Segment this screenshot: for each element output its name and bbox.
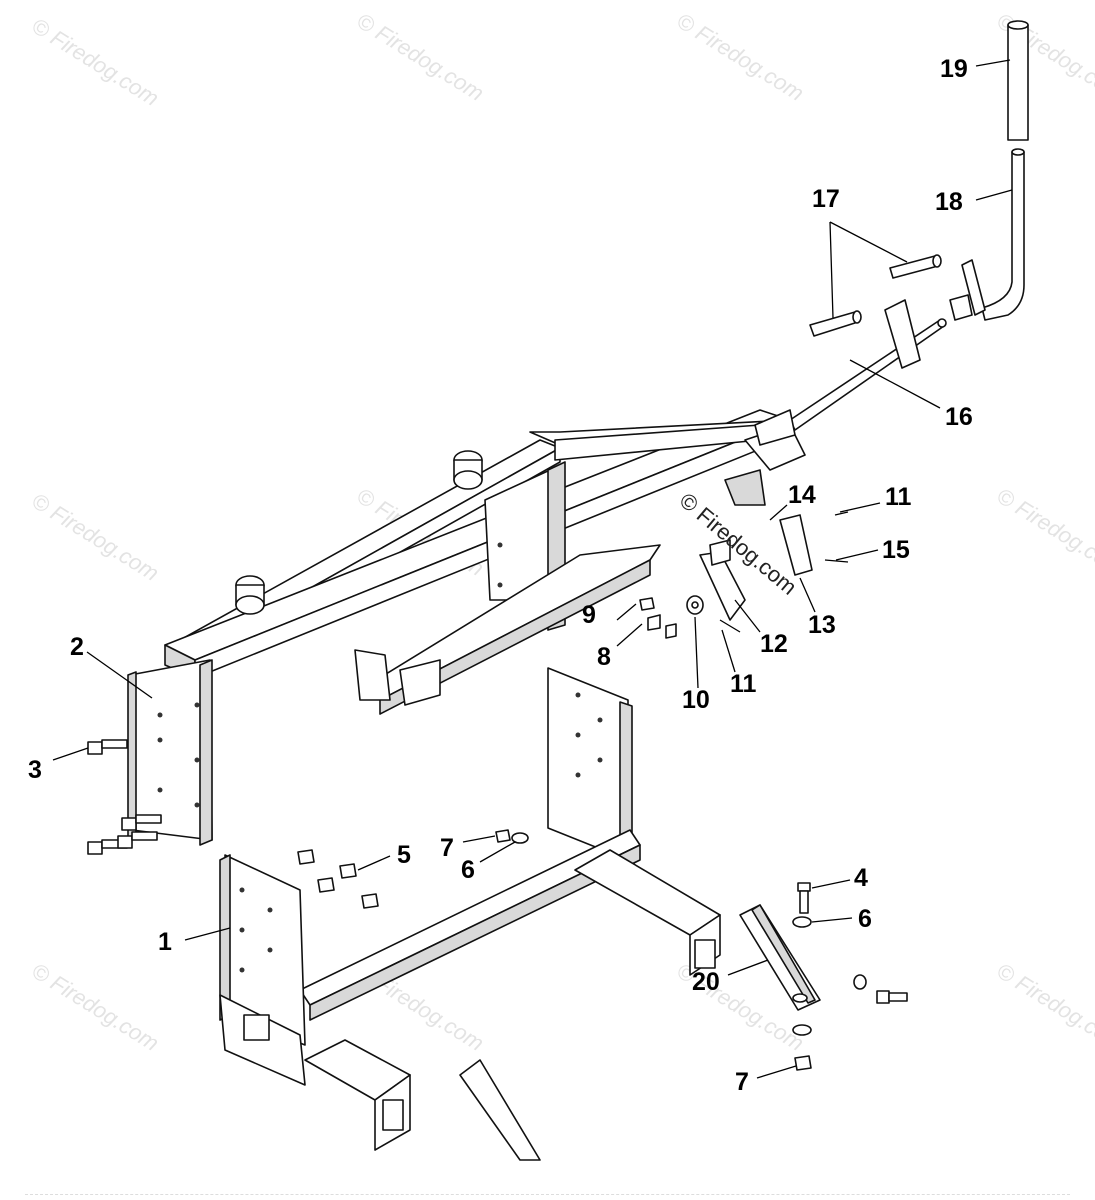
callout-12: 12 <box>760 630 788 658</box>
watermark: © Firedog.com <box>27 488 163 586</box>
watermark: © Firedog.com <box>992 483 1095 581</box>
nuts-5 <box>297 849 379 909</box>
callout-9: 9 <box>582 601 596 629</box>
callout-2: 2 <box>70 633 84 661</box>
callout-14: 14 <box>788 481 816 509</box>
watermark: © Firedog.com <box>27 13 163 111</box>
callout-7-center: 7 <box>440 834 454 862</box>
callout-6-right: 6 <box>858 905 872 933</box>
callout-17: 17 <box>812 185 840 213</box>
bottom-rule <box>25 1194 1070 1195</box>
watermark: © Firedog.com <box>992 958 1095 1056</box>
leader-lines <box>52 59 1013 1079</box>
callout-19: 19 <box>940 55 968 83</box>
callout-18: 18 <box>935 188 963 216</box>
nut-washer-center <box>495 829 529 844</box>
callout-7-right: 7 <box>735 1068 749 1096</box>
callout-6-center: 6 <box>461 856 475 884</box>
callout-20: 20 <box>692 968 720 996</box>
bolts-3 <box>87 739 162 855</box>
lift-handle <box>754 20 1029 446</box>
callout-4: 4 <box>854 864 868 892</box>
lower-stand <box>219 667 721 1161</box>
callout-11-bottom: 11 <box>730 670 757 698</box>
callout-3: 3 <box>28 756 42 784</box>
callout-10: 10 <box>682 686 710 714</box>
watermark: © Firedog.com <box>27 958 163 1056</box>
callouts: 19 18 17 16 14 11 15 13 12 11 10 9 8 2 3… <box>28 55 973 1096</box>
callout-13: 13 <box>808 611 836 639</box>
callout-5: 5 <box>397 841 411 869</box>
callout-15: 15 <box>882 536 910 564</box>
callout-16: 16 <box>945 403 973 431</box>
callout-1: 1 <box>158 928 172 956</box>
hardware-cluster <box>639 511 849 639</box>
callout-8: 8 <box>597 643 611 671</box>
watermark: © Firedog.com <box>352 8 488 106</box>
callout-11-top: 11 <box>885 483 912 511</box>
upper-frame <box>127 409 806 846</box>
brace-20 <box>739 882 908 1071</box>
watermark: © Firedog.com <box>672 8 808 106</box>
